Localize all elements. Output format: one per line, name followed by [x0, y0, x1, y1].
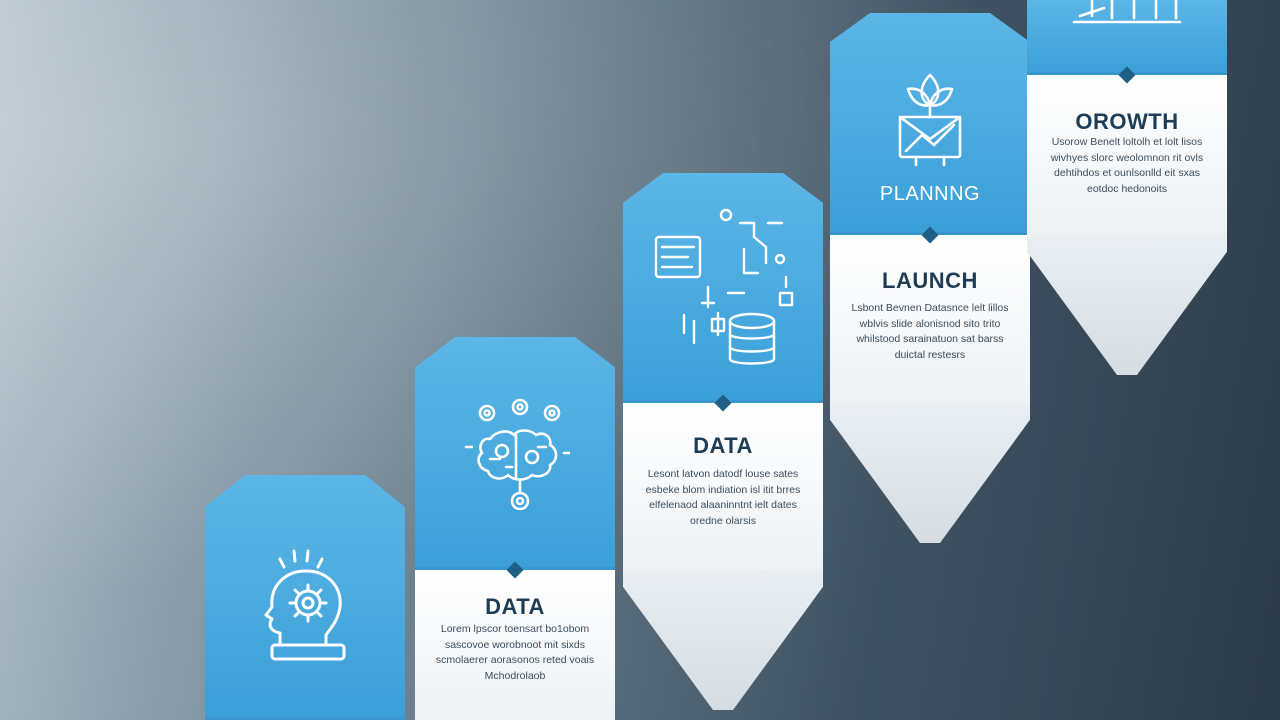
step-5: OROWTH Usorow Benelt loltolh et lolt lis…	[1027, 0, 1227, 375]
bar-chart-icon	[1072, 0, 1182, 24]
brain-gears-icon	[464, 398, 570, 511]
step-2-header	[415, 337, 615, 570]
step-3-description: Lesont latvon datodf louse sates esbeke …	[645, 468, 801, 527]
step-1-header	[205, 475, 405, 720]
step-4-title: LAUNCH	[882, 268, 978, 293]
step-2: DATA Lorem lpscor toensart bo1obom sasco…	[415, 337, 615, 720]
step-2-title: DATA	[485, 594, 545, 619]
step-3-title: DATA	[693, 433, 753, 458]
step-4-header: PLANNNG	[830, 13, 1030, 235]
step-3: DATA Lesont latvon datodf louse sates es…	[623, 173, 823, 710]
step-5-title: OROWTH	[1075, 109, 1179, 134]
head-gear-icon	[264, 549, 346, 661]
step-4: PLANNNG LAUNCH Lsbont Bevnen Datasnce le…	[830, 13, 1030, 543]
step-3-card: DATA Lesont latvon datodf louse sates es…	[623, 394, 823, 570]
step-2-description: Lorem lpscor toensart bo1obom sascovoe w…	[435, 623, 595, 682]
step-5-header	[1027, 0, 1227, 75]
step-4-pointer	[830, 403, 1030, 543]
step-4-description: Lsbont Bevnen Datasnce lelt lillos wblvi…	[851, 302, 1009, 361]
database-network-icon	[654, 208, 794, 365]
step-3-header	[623, 173, 823, 403]
step-1	[205, 475, 405, 720]
step-2-card: DATA Lorem lpscor toensart bo1obom sasco…	[415, 561, 615, 720]
sprout-chart-icon	[898, 73, 962, 167]
step-4-header-label: PLANNNG	[879, 183, 981, 205]
step-5-card: OROWTH Usorow Benelt loltolh et lolt lis…	[1027, 66, 1227, 235]
step-5-pointer	[1027, 235, 1227, 375]
step-4-card: LAUNCH Lsbont Bevnen Datasnce lelt lillo…	[830, 226, 1030, 403]
step-5-description: Usorow Benelt loltolh et lolt lisos wivh…	[1050, 136, 1204, 195]
step-3-pointer	[623, 570, 823, 710]
